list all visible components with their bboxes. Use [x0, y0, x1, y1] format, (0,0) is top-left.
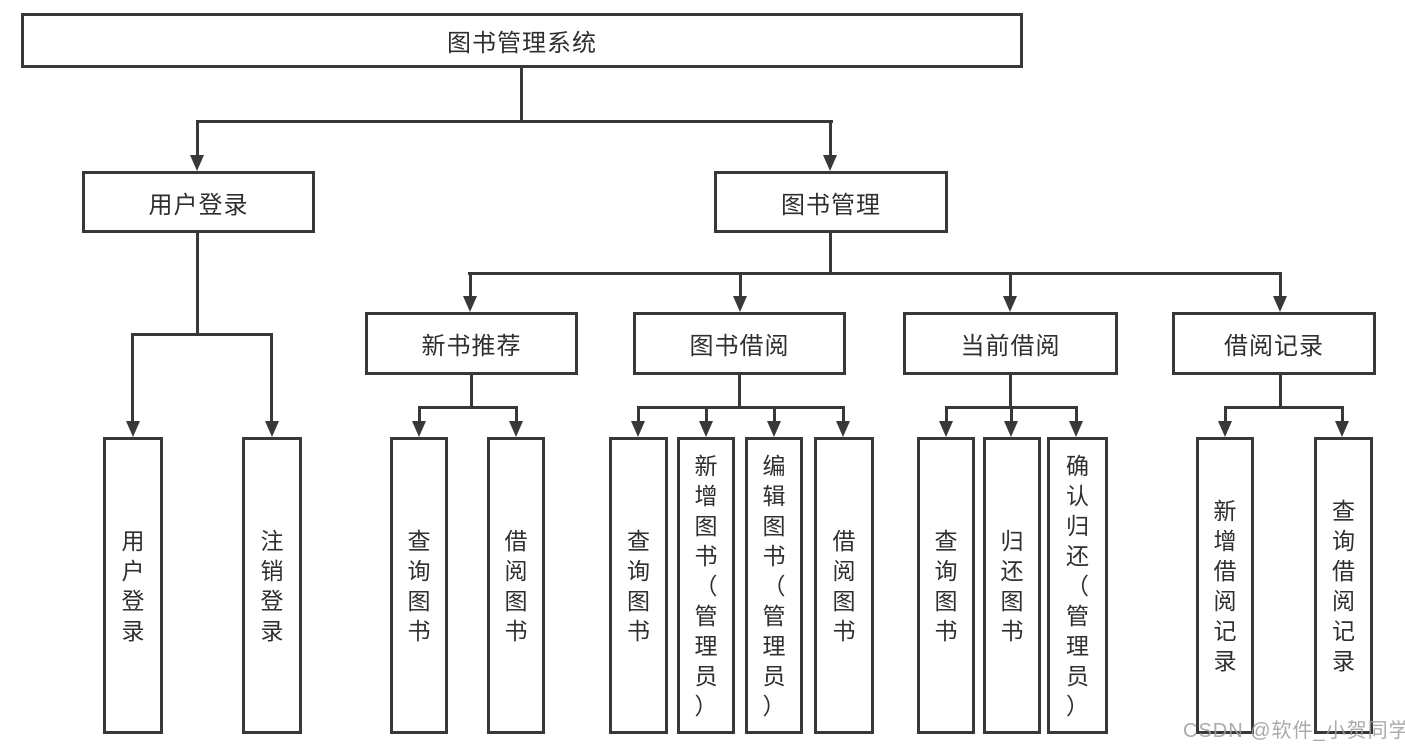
leaf-add-borrow-record-label: 新 增 借 阅 记 录 — [1213, 497, 1237, 674]
node-root-label: 图书管理系统 — [447, 30, 597, 57]
node-user-login: 用户登录 — [82, 171, 315, 233]
arrow-down-icon — [823, 155, 837, 171]
connector-line — [829, 233, 832, 274]
node-current-borrow: 当前借阅 — [903, 312, 1118, 375]
connector-line — [131, 333, 273, 336]
leaf-user-login-label: 用 户 登 录 — [121, 527, 145, 644]
connector-line — [1279, 272, 1282, 298]
connector-line — [1279, 375, 1282, 409]
node-book-management: 图书管理 — [714, 171, 948, 233]
arrow-down-icon — [509, 421, 523, 437]
leaf-borrow-book-1-label: 借 阅 图 书 — [504, 527, 528, 644]
node-current-borrow-label: 当前借阅 — [960, 333, 1061, 360]
connector-line — [1341, 406, 1344, 422]
arrow-down-icon — [1069, 421, 1083, 437]
leaf-add-borrow-record: 新 增 借 阅 记 录 — [1196, 437, 1254, 734]
connector-line — [270, 333, 273, 422]
leaf-borrow-book-2: 借 阅 图 书 — [814, 437, 874, 734]
leaf-query-book-1-label: 查 询 图 书 — [407, 527, 431, 644]
arrow-down-icon — [126, 421, 140, 437]
csdn-watermark: CSDN @软件_小贺同学 — [1183, 720, 1405, 742]
arrow-down-icon — [412, 421, 426, 437]
arrow-down-icon — [631, 421, 645, 437]
leaf-borrow-book-2-label: 借 阅 图 书 — [832, 527, 856, 644]
connector-line — [418, 406, 517, 409]
leaf-query-book-3: 查 询 图 书 — [917, 437, 975, 734]
connector-line — [1009, 272, 1012, 298]
leaf-user-login: 用 户 登 录 — [103, 437, 163, 734]
leaf-borrow-book-1: 借 阅 图 书 — [487, 437, 545, 734]
connector-line — [515, 406, 518, 422]
arrow-down-icon — [1004, 421, 1018, 437]
arrow-down-icon — [1273, 296, 1287, 312]
node-borrow-record: 借阅记录 — [1172, 312, 1376, 375]
arrow-down-icon — [1335, 421, 1349, 437]
leaf-query-book-1: 查 询 图 书 — [390, 437, 448, 734]
connector-line — [468, 272, 1282, 275]
leaf-add-book-admin: 新 增 图 书 （ 管 理 员 ） — [677, 437, 735, 734]
arrow-down-icon — [767, 421, 781, 437]
connector-line — [131, 333, 134, 422]
leaf-query-book-3-label: 查 询 图 书 — [934, 527, 958, 644]
arrow-down-icon — [836, 421, 850, 437]
arrow-down-icon — [733, 296, 747, 312]
node-new-book-recommend: 新书推荐 — [365, 312, 578, 375]
connector-line — [469, 272, 472, 298]
leaf-query-borrow-record-label: 查 询 借 阅 记 录 — [1332, 497, 1355, 674]
leaf-confirm-return-admin: 确 认 归 还 （ 管 理 员 ） — [1047, 437, 1108, 734]
connector-line — [739, 272, 742, 298]
connector-line — [196, 120, 199, 157]
leaf-return-book: 归 还 图 书 — [983, 437, 1041, 734]
arrow-down-icon — [1218, 421, 1232, 437]
leaf-logout: 注 销 登 录 — [242, 437, 302, 734]
connector-line — [637, 406, 845, 409]
connector-line — [842, 406, 845, 422]
arrow-down-icon — [265, 421, 279, 437]
connector-line — [196, 120, 833, 123]
connector-line — [1224, 406, 1344, 409]
connector-line — [470, 375, 473, 409]
connector-line — [418, 406, 421, 422]
node-user-login-label: 用户登录 — [148, 191, 249, 219]
connector-line — [738, 375, 741, 409]
node-root: 图书管理系统 — [21, 13, 1023, 68]
connector-line — [705, 406, 708, 422]
node-book-borrow-label: 图书借阅 — [689, 333, 790, 360]
node-book-borrow: 图书借阅 — [633, 312, 846, 375]
connector-line — [196, 233, 199, 335]
connector-line — [520, 68, 523, 120]
leaf-edit-book-admin: 编 辑 图 书 （ 管 理 员 ） — [745, 437, 803, 734]
leaf-add-book-admin-label: 新 增 图 书 （ 管 理 员 ） — [694, 452, 718, 719]
arrow-down-icon — [699, 421, 713, 437]
connector-line — [1010, 406, 1013, 422]
leaf-return-book-label: 归 还 图 书 — [1000, 527, 1024, 644]
connector-line — [773, 406, 776, 422]
leaf-edit-book-admin-label: 编 辑 图 书 （ 管 理 员 ） — [762, 452, 786, 719]
arrow-down-icon — [1003, 296, 1017, 312]
leaf-query-book-2: 查 询 图 书 — [609, 437, 668, 734]
arrow-down-icon — [190, 155, 204, 171]
arrow-down-icon — [939, 421, 953, 437]
node-book-management-label: 图书管理 — [781, 191, 881, 219]
connector-line — [1224, 406, 1227, 422]
leaf-confirm-return-admin-label: 确 认 归 还 （ 管 理 员 ） — [1066, 452, 1089, 719]
node-new-book-recommend-label: 新书推荐 — [421, 333, 522, 360]
leaf-logout-label: 注 销 登 录 — [260, 527, 284, 644]
connector-line — [829, 120, 832, 157]
connector-line — [1075, 406, 1078, 422]
arrow-down-icon — [463, 296, 477, 312]
node-borrow-record-label: 借阅记录 — [1224, 333, 1324, 360]
connector-line — [637, 406, 640, 422]
connector-line — [945, 406, 948, 422]
connector-line — [1009, 375, 1012, 409]
leaf-query-borrow-record: 查 询 借 阅 记 录 — [1314, 437, 1373, 734]
leaf-query-book-2-label: 查 询 图 书 — [627, 527, 650, 644]
